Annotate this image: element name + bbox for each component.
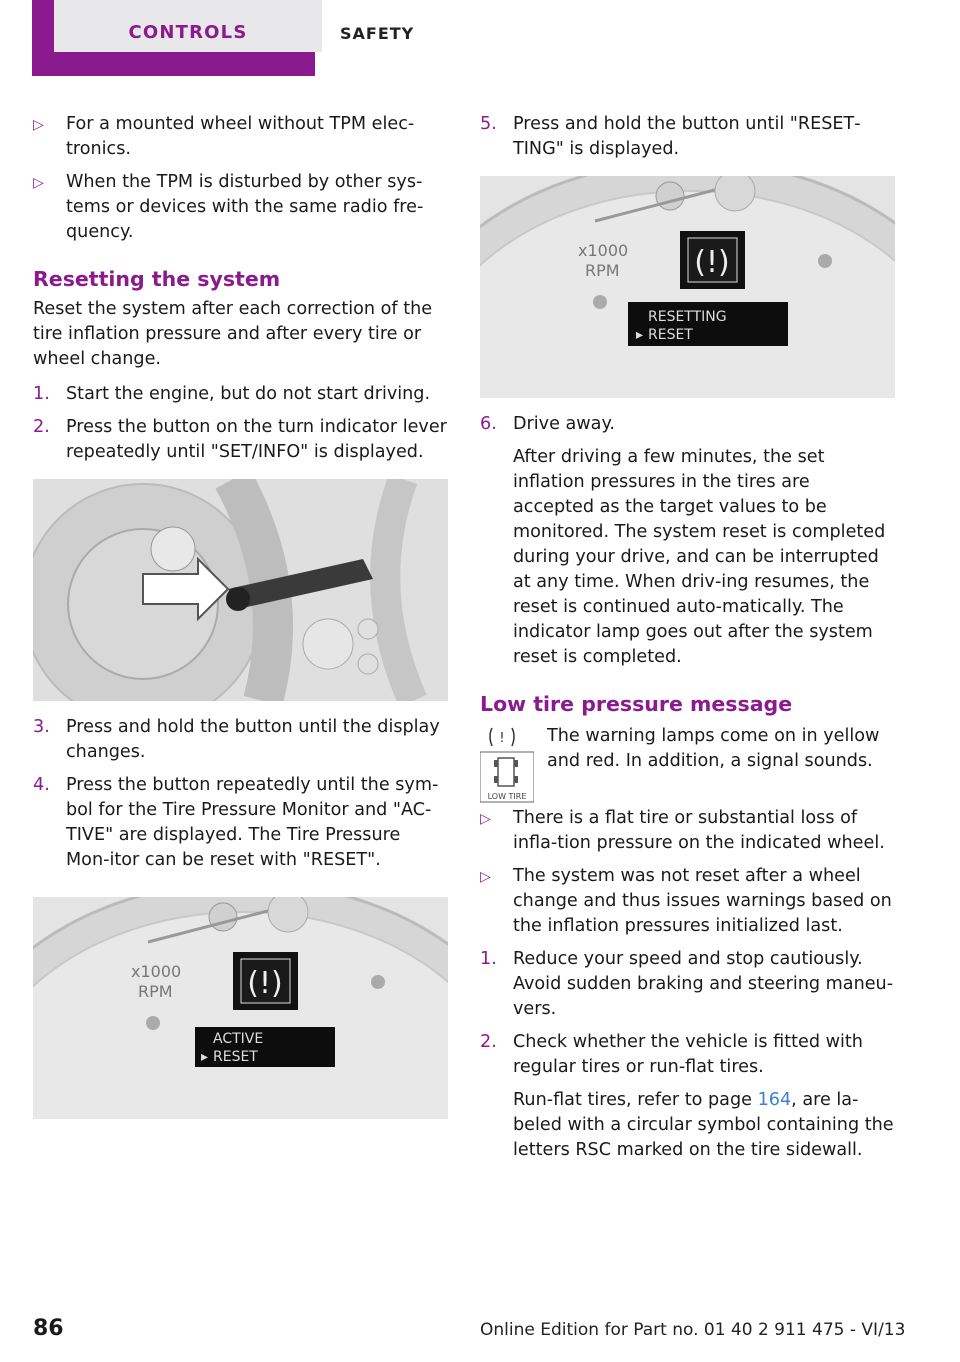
low-tire-icon: LOW TIRE: [479, 751, 535, 803]
left-column: ▷ For a mounted wheel without TPM elec‐t…: [33, 112, 448, 1133]
tab-safety[interactable]: SAFETY: [340, 24, 415, 43]
tire-pressure-warning-icon: !: [489, 727, 515, 747]
step-text: Start the engine, but do not start drivi…: [66, 384, 431, 404]
rpm-unit: x1000: [131, 962, 181, 981]
step-number: 5.: [480, 114, 497, 134]
rpm-unit: x1000: [578, 241, 628, 260]
display-line-1: ACTIVE: [213, 1031, 263, 1047]
step-detail: Run-flat tires, refer to page 164, are l…: [513, 1088, 895, 1163]
tpm-active-display-image: x1000 RPM (!) ACTIVE ▸ RESET: [33, 897, 448, 1119]
detail-post: , are la‐beled with a circular symbol co…: [513, 1090, 894, 1160]
bullet-text: The system was not reset after a wheel c…: [513, 866, 892, 936]
page-number: 86: [33, 1316, 64, 1341]
svg-text:▸: ▸: [636, 327, 643, 343]
list-item: ▷ When the TPM is disturbed by other sys…: [33, 170, 448, 245]
bullet-text: There is a flat tire or substantial loss…: [513, 808, 885, 853]
step-text: Check whether the vehicle is fitted with…: [513, 1032, 863, 1077]
step-text: Drive away.: [513, 414, 615, 434]
display-line-1: RESETTING: [648, 309, 727, 325]
svg-text:(!): (!): [247, 966, 282, 1001]
step-item: 2. Press the button on the turn indicato…: [33, 415, 448, 465]
low-tire-caption: LOW TIRE: [488, 792, 527, 801]
edition-text: Online Edition for Part no. 01 40 2 911 …: [480, 1320, 906, 1340]
turn-indicator-lever-image: [33, 479, 448, 701]
step-item: 1. Reduce your speed and stop cautiously…: [480, 947, 895, 1022]
step-text: Press the button on the turn indicator l…: [66, 417, 447, 462]
triangle-bullet-icon: ▷: [33, 117, 44, 133]
detail-pre: Run-flat tires, refer to page: [513, 1090, 758, 1110]
step-number: 4.: [33, 775, 50, 795]
page-link[interactable]: 164: [757, 1090, 792, 1110]
step-number: 2.: [33, 417, 50, 437]
warning-text: The warning lamps come on in yellow and …: [547, 726, 880, 771]
step-item: 1. Start the engine, but do not start dr…: [33, 382, 448, 407]
step-item: 4. Press the button repeatedly until the…: [33, 773, 448, 873]
bullet-text: When the TPM is disturbed by other sys‐t…: [66, 172, 424, 242]
step-text: Press and hold the button until the disp…: [66, 717, 440, 762]
display-line-2: RESET: [213, 1049, 258, 1065]
rpm-label: RPM: [585, 261, 620, 280]
list-item: ▷ For a mounted wheel without TPM elec‐t…: [33, 112, 448, 162]
section-heading-resetting: Resetting the system: [33, 267, 281, 291]
tpm-resetting-display-image: x1000 RPM (!) RESETTING ▸ RESET: [480, 176, 895, 398]
step-text: Reduce your speed and stop cautiously. A…: [513, 949, 894, 1019]
list-item: ▷ There is a flat tire or substantial lo…: [480, 806, 895, 856]
step-text: Press the button repeatedly until the sy…: [66, 775, 439, 870]
step-number: 2.: [480, 1032, 497, 1052]
step-number: 3.: [33, 717, 50, 737]
step-item: 2. Check whether the vehicle is fitted w…: [480, 1030, 895, 1163]
svg-text:▸: ▸: [201, 1049, 208, 1065]
warning-icons: ! LOW TIRE: [479, 724, 535, 812]
intro-text: Reset the system after each correction o…: [33, 299, 433, 369]
right-column: 5. Press and hold the button until "RESE…: [479, 112, 895, 1171]
tab-controls[interactable]: CONTROLS: [32, 0, 322, 76]
step-detail: After driving a few minutes, the set inf…: [513, 447, 886, 667]
step-number: 1.: [33, 384, 50, 404]
list-item: ▷ The system was not reset after a wheel…: [480, 864, 895, 939]
rpm-label: RPM: [138, 982, 173, 1001]
triangle-bullet-icon: ▷: [480, 811, 491, 827]
svg-text:!: !: [499, 731, 504, 746]
step-item: 6. Drive away. After driving a few minut…: [480, 412, 895, 670]
section-heading-low-tire: Low tire pressure message: [480, 692, 793, 716]
triangle-bullet-icon: ▷: [480, 869, 491, 885]
step-number: 6.: [480, 414, 497, 434]
step-number: 1.: [480, 949, 497, 969]
svg-text:(!): (!): [694, 245, 729, 280]
tab-controls-label: CONTROLS: [54, 0, 322, 52]
step-text: Press and hold the button until "RESET‐T…: [513, 114, 861, 159]
triangle-bullet-icon: ▷: [33, 175, 44, 191]
step-item: 3. Press and hold the button until the d…: [33, 715, 448, 765]
display-line-2: RESET: [648, 327, 693, 343]
bullet-text: For a mounted wheel without TPM elec‐tro…: [66, 114, 415, 159]
warning-block: ! LOW TIRE The warning lamps come on in …: [479, 724, 895, 803]
step-item: 5. Press and hold the button until "RESE…: [480, 112, 895, 162]
